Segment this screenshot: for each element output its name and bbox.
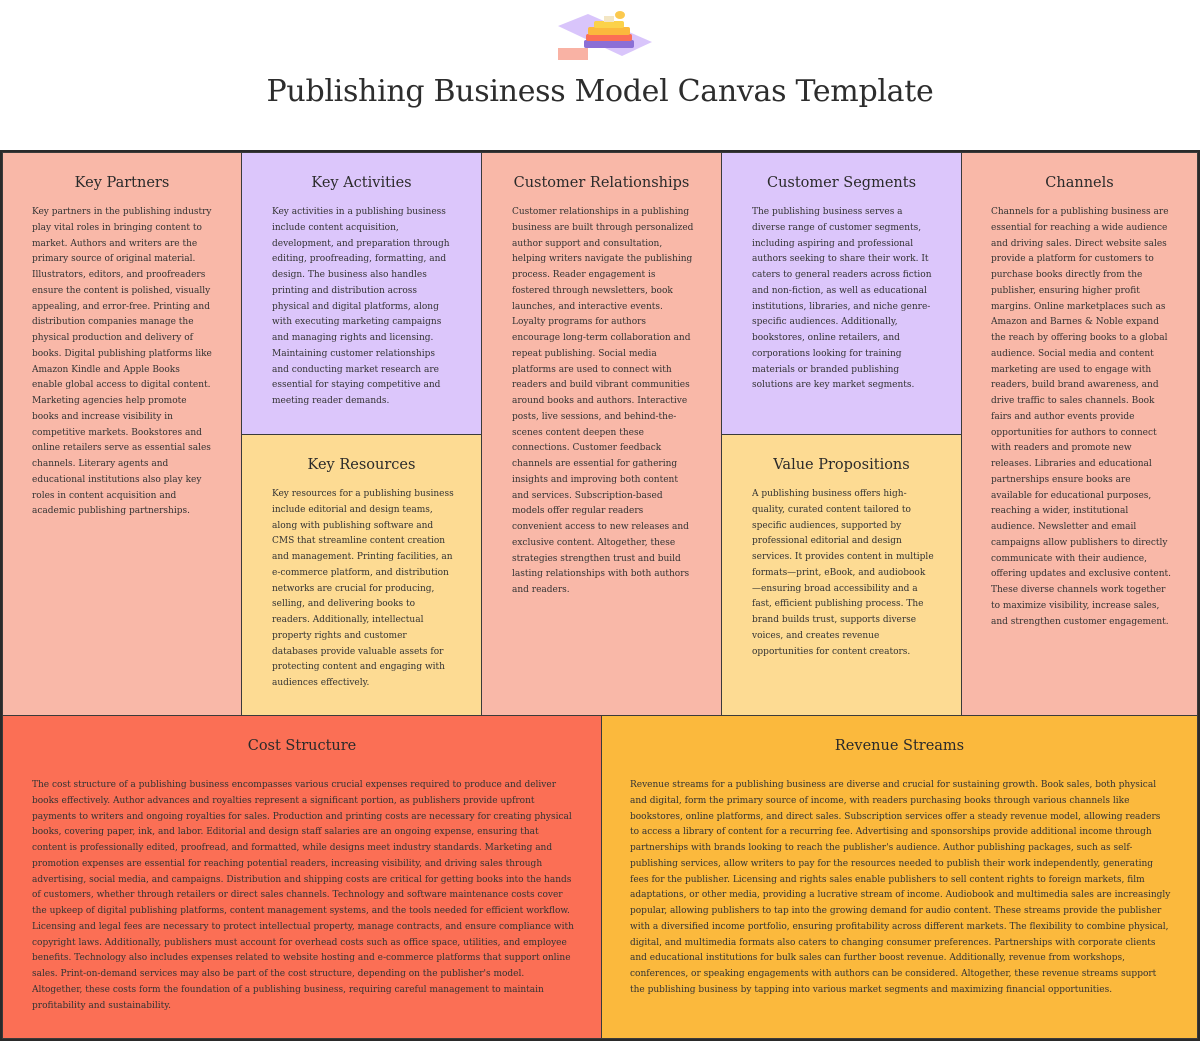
value-propositions-title: Value Propositions (773, 457, 910, 473)
cost-structure-block: Cost Structure The cost structure of a p… (2, 715, 602, 1039)
customer-relationships-title: Customer Relationships (513, 175, 690, 191)
customer-segments-text: The publishing business serves a diverse… (752, 207, 932, 391)
customer-relationships-text: Customer relationships in a publishing b… (512, 207, 694, 595)
key-partners-block: Key Partners Key partners in the publish… (2, 152, 242, 716)
revenue-streams-block: Revenue Streams Revenue streams for a pu… (601, 715, 1198, 1039)
channels-text: Channels for a publishing business are e… (991, 207, 1171, 627)
business-model-canvas: Key Partners Key partners in the publish… (0, 150, 1200, 1041)
key-resources-block: Key Resources Key resources for a publis… (241, 434, 482, 716)
value-propositions-block: Value Propositions A publishing business… (721, 434, 962, 716)
revenue-streams-text: Revenue streams for a publishing busines… (630, 780, 1171, 995)
value-propositions-text: A publishing business offers high-qualit… (752, 489, 934, 657)
cost-structure-title: Cost Structure (247, 738, 357, 754)
key-partners-text: Key partners in the publishing industry … (32, 207, 212, 517)
key-activities-title: Key Activities (311, 175, 412, 191)
page-header: Publishing Business Model Canvas Templat… (0, 0, 1200, 150)
key-partners-title: Key Partners (74, 175, 170, 191)
customer-segments-block: Customer Segments The publishing busines… (721, 152, 962, 435)
cost-structure-text: The cost structure of a publishing busin… (32, 780, 574, 1011)
channels-block: Channels Channels for a publishing busin… (961, 152, 1198, 716)
page-title: Publishing Business Model Canvas Templat… (266, 74, 934, 109)
channels-title: Channels (1045, 175, 1114, 191)
revenue-streams-title: Revenue Streams (834, 738, 965, 754)
customer-segments-title: Customer Segments (766, 175, 917, 191)
key-activities-text: Key activities in a publishing business … (272, 207, 450, 406)
key-resources-text: Key resources for a publishing business … (272, 489, 454, 688)
key-activities-block: Key Activities Key activities in a publi… (241, 152, 482, 435)
customer-relationships-block: Customer Relationships Customer relation… (481, 152, 722, 716)
books-stack-icon (558, 11, 652, 60)
key-resources-title: Key Resources (307, 457, 416, 473)
